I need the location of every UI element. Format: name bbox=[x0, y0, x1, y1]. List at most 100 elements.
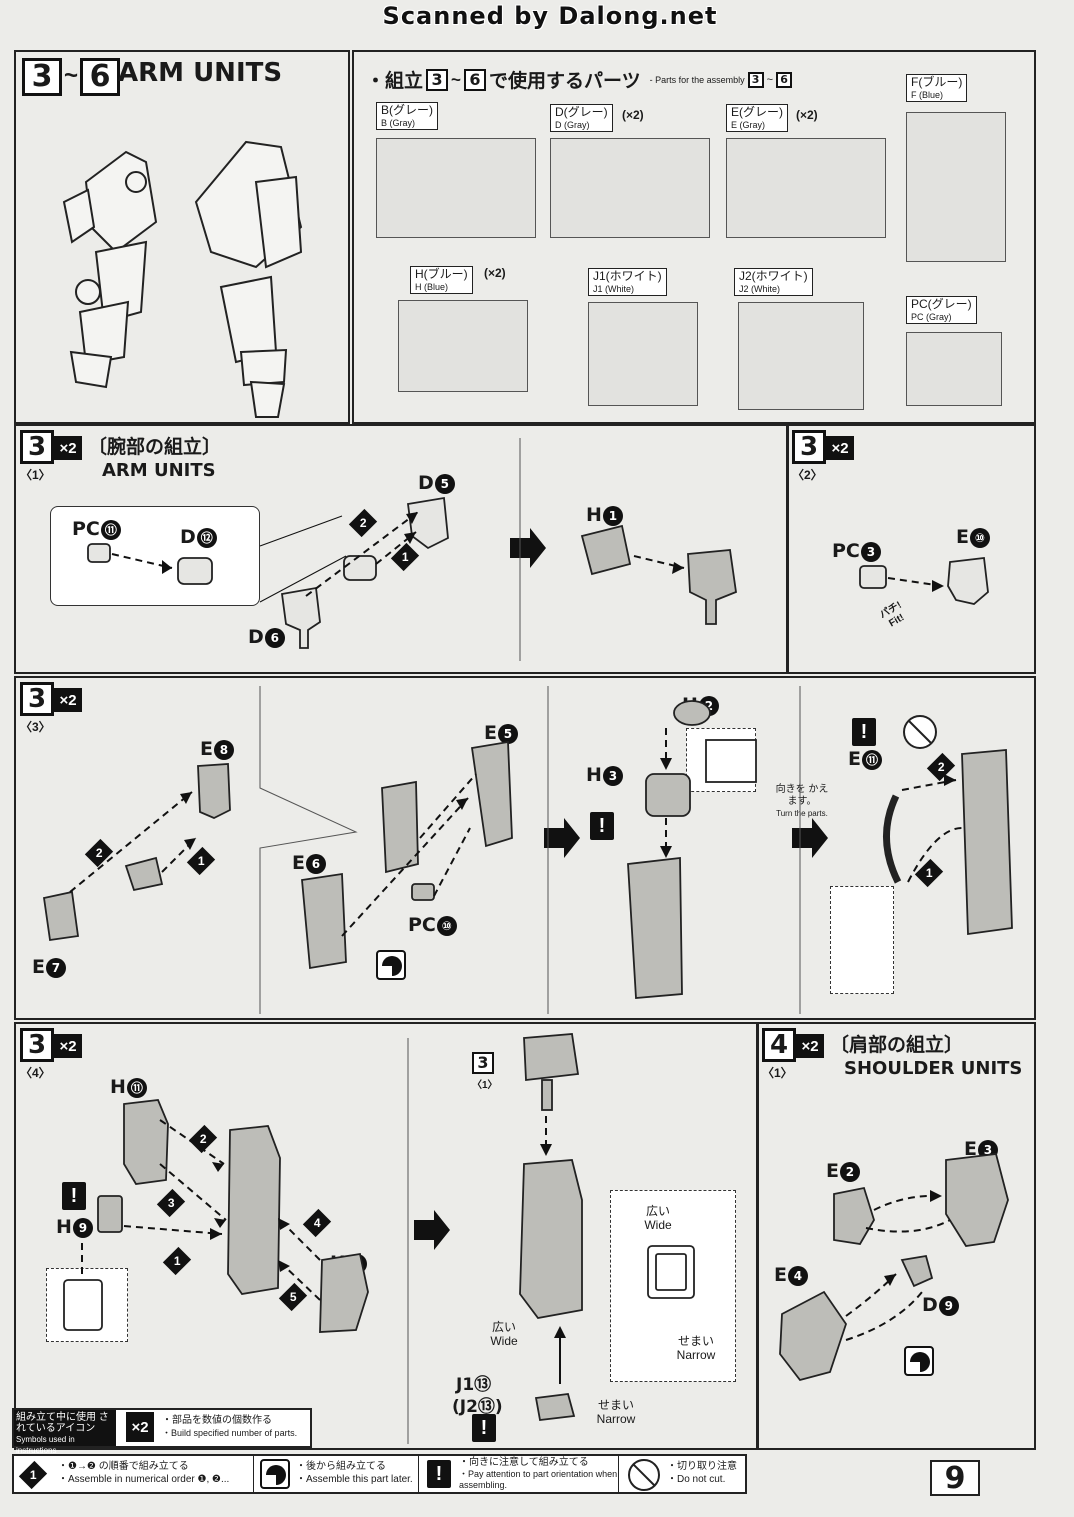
step-3-3-multiplier: ×2 bbox=[54, 688, 82, 712]
parts-from: 3 bbox=[426, 68, 449, 91]
step-3-1-badge: 3 ×2 bbox=[20, 430, 82, 464]
runner-pc-jp: PC(グレー) bbox=[911, 297, 972, 311]
e11-detail-box bbox=[830, 886, 894, 994]
step-4-1-title-en: SHOULDER UNITS bbox=[844, 1058, 1023, 1079]
step-3-4-number: 3 bbox=[20, 1028, 54, 1062]
runner-pc bbox=[906, 332, 1002, 406]
runner-j2-jp: J2(ホワイト) bbox=[739, 269, 808, 283]
watermark: Scanned by Dalong.net bbox=[382, 2, 718, 30]
runner-h-jp: H(ブルー) bbox=[415, 267, 468, 281]
page-number: 9 bbox=[930, 1460, 980, 1496]
orientation-warning-icon: ! bbox=[62, 1182, 86, 1210]
step-3-2-multiplier: ×2 bbox=[826, 436, 854, 460]
orientation-warning-icon: ! bbox=[590, 812, 614, 840]
runner-b-jp: B(グレー) bbox=[381, 103, 433, 117]
step-range-badge: 3 ~ 6 bbox=[22, 58, 121, 96]
runner-j1-jp: J1(ホワイト) bbox=[593, 269, 662, 283]
runner-pc-label: PC(グレー) PC (Gray) bbox=[906, 296, 977, 325]
parts-heading-jp: で使用するパーツ bbox=[488, 71, 641, 92]
runner-d-jp: D(グレー) bbox=[555, 105, 608, 119]
legend-cut: ・切り取り注意 ・Do not cut. bbox=[619, 1456, 745, 1492]
step-3-1-multiplier: ×2 bbox=[54, 436, 82, 460]
step-3-3-number: 3 bbox=[20, 682, 54, 716]
legend-order: 1 ・❶→❷ の順番で組み立てる ・Assemble in numerical … bbox=[14, 1456, 254, 1492]
runner-j2-label: J2(ホワイト) J2 (White) bbox=[734, 268, 813, 297]
runner-h bbox=[398, 300, 528, 392]
do-not-cut-icon bbox=[903, 715, 937, 749]
ref-step-sub: 〈1〉 bbox=[472, 1080, 498, 1091]
step-3-1-title-en: ARM UNITS bbox=[102, 460, 216, 481]
runner-f-label: F(ブルー) F (Blue) bbox=[906, 74, 968, 103]
step-from: 3 bbox=[22, 58, 62, 96]
parts-list-panel: ・組立 3 ~ 6 で使用するパーツ - Parts for the assem… bbox=[352, 50, 1036, 424]
icon-legend-row: 1 ・❶→❷ の順番で組み立てる ・Assemble in numerical … bbox=[12, 1454, 747, 1494]
runner-e-en: E (Gray) bbox=[731, 119, 766, 130]
step-3-4-sub: 〈4〉 bbox=[20, 1066, 51, 1080]
step-3-1-diagram bbox=[87, 426, 789, 672]
step-4-1-title-jp: 〔肩部の組立〕 bbox=[830, 1035, 964, 1056]
step-3-3-badge: 3 ×2 bbox=[20, 682, 82, 716]
turn-note-en: Turn the parts. bbox=[776, 809, 828, 818]
ref-step-number: 3 bbox=[472, 1052, 494, 1074]
symbols-legend: 組み立て中に使用 されているアイコン Symbols used in instr… bbox=[12, 1408, 312, 1455]
step-4-1-multiplier: ×2 bbox=[796, 1034, 824, 1058]
runner-b bbox=[376, 138, 536, 238]
arm-units-overview-panel: 3 ~ 6 ARM UNITS bbox=[14, 50, 350, 424]
parts-heading-en: - Parts for the assembly bbox=[649, 74, 745, 85]
parts-tilde: ~ bbox=[451, 69, 461, 89]
runner-b-label: B(グレー) B (Gray) bbox=[376, 102, 438, 131]
orientation-warning-icon: ! bbox=[472, 1414, 496, 1442]
assemble-later-icon bbox=[904, 1346, 934, 1376]
runner-d-en: D (Gray) bbox=[555, 119, 590, 130]
legend-warning-icon: ! bbox=[427, 1460, 451, 1488]
parts-heading-prefix: ・組立 bbox=[366, 71, 424, 92]
parts-heading: ・組立 3 ~ 6 で使用するパーツ - Parts for the assem… bbox=[366, 66, 793, 93]
step-3-1-number: 3 bbox=[20, 430, 54, 464]
step-3-2-badge: 3 ×2 bbox=[792, 430, 854, 464]
wide-label-detail: 広い Wide bbox=[644, 1204, 672, 1233]
runner-d bbox=[550, 138, 710, 238]
orientation-warning-icon: ! bbox=[852, 718, 876, 746]
legend-order-icon: 1 bbox=[18, 1460, 48, 1490]
runner-h-label: H(ブルー) H (Blue) bbox=[410, 266, 473, 295]
completed-arm-illustration bbox=[62, 140, 303, 418]
label-j2-13: (J2⑬) bbox=[452, 1397, 503, 1417]
step-3-4-panel: 3 ×2 〈4〉 H⑪ H9 H⑩ 2 3 1 4 5 ! 3 〈1〉 広い W… bbox=[14, 1022, 1036, 1450]
legend-x2-text: ・部品を数値の個数作る ・Build specified number of p… bbox=[162, 1415, 298, 1438]
step-tilde: ~ bbox=[64, 62, 79, 89]
step-3-4-badge: 3 ×2 bbox=[20, 1028, 82, 1062]
legend-x2-icon: ×2 bbox=[126, 1412, 154, 1442]
narrow-label-detail: せまい Narrow bbox=[676, 1334, 716, 1363]
step-3-1-title-jp: 〔腕部の組立〕 bbox=[88, 437, 222, 458]
turn-note: 向きを かえます。 Turn the parts. bbox=[772, 784, 832, 820]
runner-j1-en: J1 (White) bbox=[593, 283, 635, 294]
parts-en-to: 6 bbox=[776, 71, 793, 88]
legend-warn: ! ・向きに注意して組み立てる ・Pay attention to part o… bbox=[419, 1456, 619, 1492]
narrow-label: せまい Narrow bbox=[596, 1398, 636, 1427]
runner-f-jp: F(ブルー) bbox=[911, 75, 963, 89]
runner-d-label: D(グレー) D (Gray) bbox=[550, 104, 613, 133]
runner-j1-label: J1(ホワイト) J1 (White) bbox=[588, 268, 667, 297]
parts-en-from: 3 bbox=[747, 71, 764, 88]
legend-later: ・後から組み立てる ・Assemble this part later. bbox=[254, 1456, 419, 1492]
parts-to: 6 bbox=[463, 68, 486, 91]
step-4-1-diagram bbox=[779, 1153, 1009, 1382]
parts-en-tilde: ~ bbox=[766, 73, 774, 86]
